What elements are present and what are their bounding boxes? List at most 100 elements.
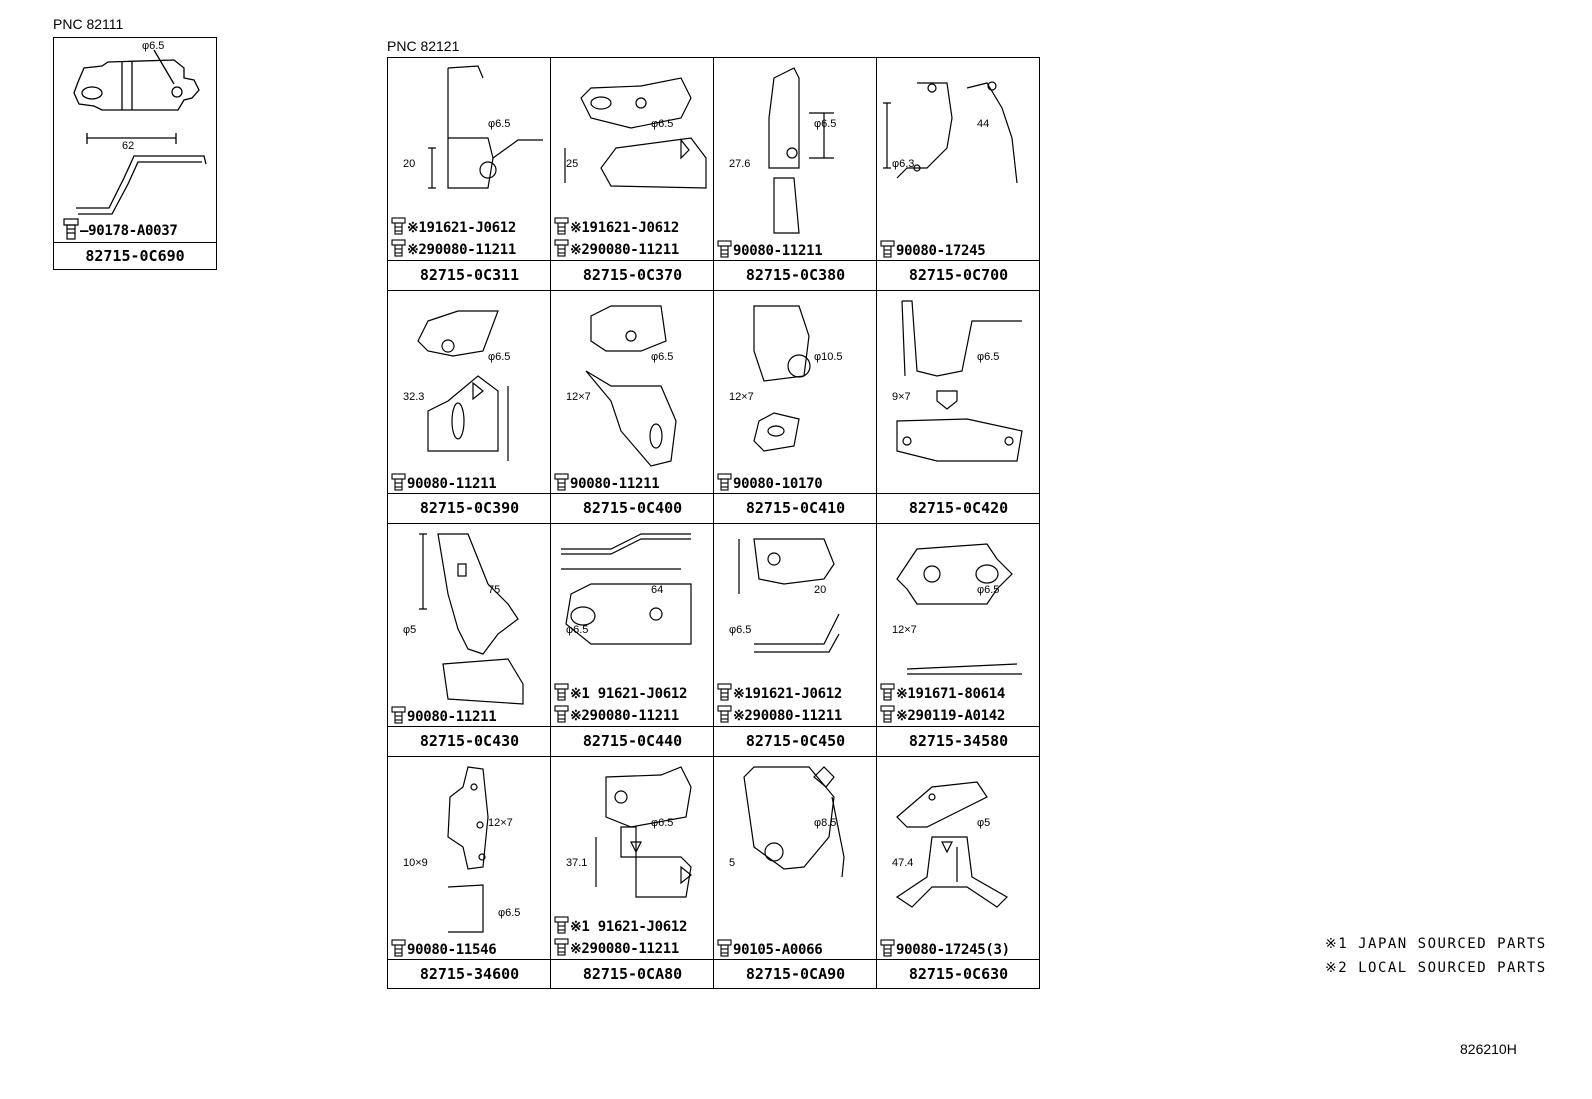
bolt-callout: ※191671-80614	[880, 683, 1005, 705]
dim-label: φ6.5	[498, 907, 521, 919]
bolt-callout: —90178-A0037	[62, 218, 178, 244]
bolt-callout: 90105-A0066	[717, 939, 823, 961]
dim-label: 20	[403, 158, 416, 170]
bolt-number: 90178-A0037	[88, 223, 178, 239]
bolt-icon	[717, 240, 733, 262]
dim-label: φ6.5	[488, 351, 511, 363]
bolt-number: ※191621-J0612	[407, 220, 516, 236]
bolt-callout: ※290119-A0142	[880, 705, 1005, 727]
bolt-callout: ※1 91621-J0612	[554, 916, 687, 938]
bolt-icon	[554, 938, 570, 960]
dim-label: 20	[814, 584, 827, 596]
part-number: 82715-0C390	[419, 499, 520, 517]
bolt-number: ※290080-11211	[570, 941, 679, 957]
bracket-drawing	[895, 781, 1008, 908]
dim-label: φ6.5	[651, 817, 674, 829]
dim-label: 12×7	[892, 624, 917, 636]
bracket-drawing	[564, 77, 707, 189]
bracket-drawing	[743, 766, 845, 878]
diagram-code: 826210H	[1460, 1041, 1517, 1057]
part-cell-82715-0c380: φ6.5 27.6 90080-11211 82715-0C380	[714, 58, 877, 291]
part-number: 82715-0C700	[908, 266, 1009, 284]
bolt-icon	[880, 240, 896, 262]
bolt-number: 90105-A0066	[733, 942, 823, 958]
bracket-drawing	[447, 766, 489, 933]
dim-label: φ6.5	[814, 118, 837, 130]
part-number: 82715-0C440	[582, 732, 683, 750]
bolt-icon	[554, 473, 570, 495]
bolt-callout: ※290080-11211	[554, 938, 679, 960]
dim-62: 62	[122, 140, 135, 152]
bolt-number: 90080-11211	[570, 476, 660, 492]
bolt-icon	[880, 683, 896, 705]
dim-label: 10×9	[403, 857, 428, 869]
dim-label: φ10.5	[814, 351, 843, 363]
dim-label: φ6.5	[651, 118, 674, 130]
parts-grid: φ6.5 20 ※191621-J0612 ※290080-11211 82715-0C…	[387, 57, 1040, 989]
bracket-drawing	[428, 65, 543, 189]
note-japan-sourced: ※1 JAPAN SOURCED PARTS	[1325, 936, 1547, 952]
bolt-callout: 90080-11211	[391, 473, 497, 495]
bolt-number: ※191671-80614	[896, 686, 1005, 702]
bolt-icon	[717, 473, 733, 495]
part-cell-82715-0ca90: φ8.5 5 90105-A0066 82715-0CA90	[714, 757, 877, 990]
bolt-number: 90080-17245	[896, 243, 986, 259]
dim-label: 5	[729, 857, 736, 869]
part-number: 82715-0C380	[745, 266, 846, 284]
bolt-callout: ※191621-J0612	[554, 217, 679, 239]
bracket-drawing	[561, 533, 692, 645]
bracket-drawing	[896, 300, 1023, 462]
bracket-drawing	[417, 310, 509, 461]
bolt-callout: 90080-11211	[554, 473, 660, 495]
part-number: 82715-0CA90	[745, 965, 846, 983]
part-number: 82715-0C420	[908, 499, 1009, 517]
bolt-callout: ※191621-J0612	[391, 217, 516, 239]
dim-label: 47.4	[892, 857, 914, 869]
dim-label: 27.6	[729, 158, 751, 170]
dim-label: φ5	[977, 817, 991, 829]
bolt-icon	[391, 706, 407, 728]
bolt-number: 90080-11211	[407, 709, 497, 725]
note-local-sourced: ※2 LOCAL SOURCED PARTS	[1325, 960, 1547, 976]
bolt-icon	[717, 705, 733, 727]
part-cell-82715-0c390: φ6.5 32.3 90080-11211 82715-0C390	[388, 291, 551, 524]
dim-label: 12×7	[729, 391, 754, 403]
bolt-callout: 90080-17245	[880, 240, 986, 262]
bolt-number: 90080-11211	[733, 243, 823, 259]
bolt-icon	[391, 239, 407, 261]
part-number: 82715-0CA80	[582, 965, 683, 983]
bolt-number: ※290080-11211	[733, 708, 842, 724]
bolt-number: ※290080-11211	[407, 242, 516, 258]
dim-label: 64	[651, 584, 664, 596]
bracket-82715-0C690-drawing	[73, 49, 207, 215]
bolt-callout: ※290080-11211	[554, 705, 679, 727]
bolt-callout: 90080-17245(3)	[880, 939, 1010, 961]
dim-label: 12×7	[488, 817, 513, 829]
bracket-drawing	[595, 766, 692, 898]
bolt-callout: ※290080-11211	[391, 239, 516, 261]
bolt-icon	[391, 473, 407, 495]
bolt-number: ※290080-11211	[570, 242, 679, 258]
bracket-drawing	[768, 67, 834, 234]
part-number: 82715-0C370	[582, 266, 683, 284]
dim-label: 32.3	[403, 391, 425, 403]
dim-label: 12×7	[566, 391, 591, 403]
pnc-82111-label: PNC 82111	[53, 16, 124, 32]
part-number: 82715-0C400	[582, 499, 683, 517]
part-number: 82715-0C311	[419, 266, 520, 284]
dim-label: 75	[488, 584, 501, 596]
part-number: 82715-0C410	[745, 499, 846, 517]
bolt-callout: ※290080-11211	[717, 705, 842, 727]
dim-label: φ8.5	[814, 817, 837, 829]
bolt-icon	[391, 939, 407, 961]
dim-label: φ6.5	[566, 624, 589, 636]
